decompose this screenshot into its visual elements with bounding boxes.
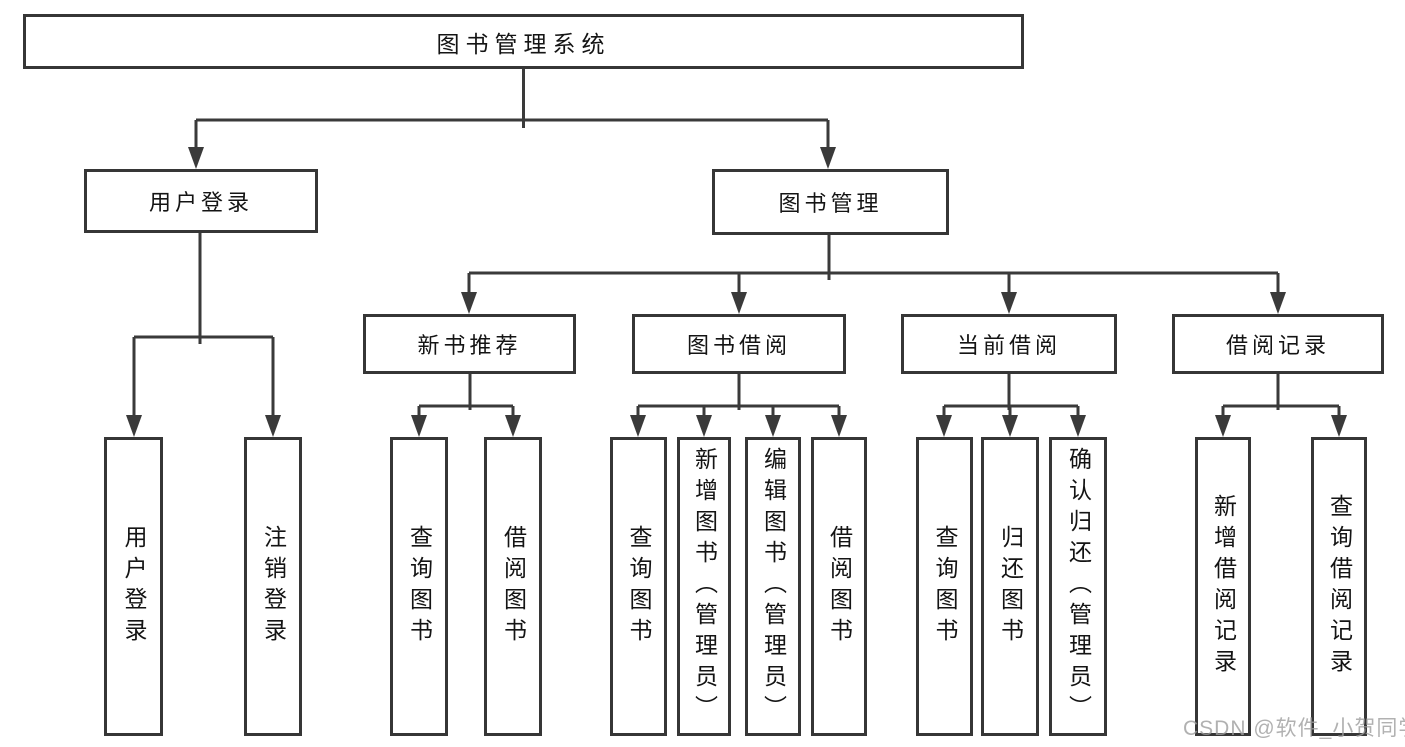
node-label: 编辑图书（管理员）: [760, 447, 787, 726]
node-label: 借阅图书: [826, 524, 853, 649]
node-label: 归还图书: [997, 524, 1024, 649]
node-leaf-add-borrow-record: 新增借阅记录: [1195, 437, 1251, 736]
node-leaf-return-books: 归还图书: [981, 437, 1039, 736]
node-label: 查询图书: [626, 524, 652, 649]
node-leaf-query-borrow-record: 查询借阅记录: [1311, 437, 1367, 736]
node-label: 注销登录: [260, 524, 287, 649]
node-library-management-system: 图书管理系统: [23, 14, 1024, 69]
node-label: 确认归还（管理员）: [1065, 447, 1092, 726]
node-new-book-recommendation: 新书推荐: [363, 314, 576, 374]
node-book-management: 图书管理: [712, 169, 949, 235]
node-leaf-edit-books-admin: 编辑图书（管理员）: [745, 437, 801, 736]
node-leaf-query-books-2: 查询图书: [610, 437, 667, 736]
node-leaf-add-books-admin: 新增图书（管理员）: [677, 437, 731, 736]
node-current-borrowing: 当前借阅: [901, 314, 1117, 374]
node-leaf-user-login: 用户登录: [104, 437, 163, 736]
node-label: 用户登录: [121, 524, 147, 649]
node-label: 借阅图书: [500, 524, 527, 649]
node-label: 查询图书: [932, 524, 958, 649]
node-leaf-query-books-3: 查询图书: [916, 437, 973, 736]
node-label: 查询图书: [406, 524, 433, 649]
node-leaf-confirm-return-admin: 确认归还（管理员）: [1049, 437, 1107, 736]
node-user-login: 用户登录: [84, 169, 318, 233]
node-label: 新增图书（管理员）: [691, 447, 718, 726]
csdn-watermark: CSDN @软件_小贺同学: [1183, 717, 1405, 740]
node-borrowing-records: 借阅记录: [1172, 314, 1384, 374]
arrowhead-icon: [126, 147, 1347, 437]
node-label: 查询借阅记录: [1326, 493, 1353, 680]
node-label: 新增借阅记录: [1210, 493, 1237, 680]
node-leaf-logout: 注销登录: [244, 437, 302, 736]
node-leaf-query-books-1: 查询图书: [390, 437, 448, 736]
node-book-borrowing: 图书借阅: [632, 314, 846, 374]
node-leaf-borrow-books-1: 借阅图书: [484, 437, 542, 736]
node-leaf-borrow-books-2: 借阅图书: [811, 437, 867, 736]
